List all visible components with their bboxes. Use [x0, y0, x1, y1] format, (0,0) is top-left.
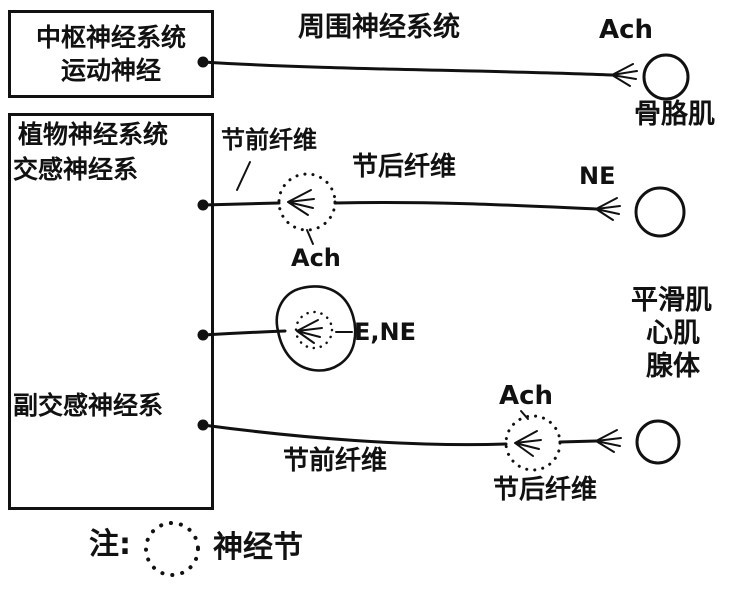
legend-ganglion-dotted-circle	[144, 521, 200, 577]
parasympathetic-preganglionic-line	[201, 423, 508, 447]
adrenal-inner-dotted-circle	[294, 310, 334, 350]
ach-parasympathetic-label: Ach	[499, 381, 554, 411]
smooth-muscle-circle	[634, 186, 686, 238]
ach-label-tick	[520, 410, 529, 420]
ans-title: 植物神经系统	[18, 120, 169, 149]
smooth-muscle-label: 平滑肌	[631, 285, 712, 316]
preganglionic-label-tick	[236, 161, 251, 191]
skeletal-muscle-label: 骨胳肌	[634, 99, 715, 130]
effector-organ-circle	[635, 419, 681, 465]
ne-terminal-fan-icon	[595, 197, 621, 221]
cardiac-muscle-label: 心肌	[646, 318, 700, 349]
ach-sympathetic-ganglion-label: Ach	[291, 244, 341, 272]
sympathetic-pathway	[197, 161, 686, 245]
legend-ganglion-label: 神经节	[213, 530, 303, 565]
ne-label: NE	[579, 162, 616, 190]
legend-note-label: 注:	[89, 527, 131, 562]
cns-title: 中枢神经系统	[35, 23, 186, 53]
motor-nerve-label: 运动神经	[60, 55, 161, 85]
preganglionic-sympathetic-label: 节前纤维	[221, 126, 317, 154]
adrenal-gland-blob	[275, 285, 357, 372]
parasympathetic-pathway	[197, 410, 681, 472]
skeletal-muscle-circle	[642, 53, 690, 101]
parasympathetic-system-label: 副交感神经系	[13, 391, 164, 420]
adrenal-synapse-fan-icon	[296, 319, 323, 344]
postganglionic-sympathetic-label: 节后纤维	[352, 152, 457, 182]
peripheral-system-label: 周围神经系统	[298, 12, 460, 43]
adrenal-medulla-branch	[197, 285, 357, 372]
motor-nerve-pathway	[197, 53, 690, 101]
e-ne-label: E,NE	[354, 318, 416, 346]
postganglionic-parasympathetic-label: 节后纤维	[493, 475, 598, 505]
motor-axon-line	[201, 60, 614, 77]
sympathetic-system-label: 交感神经系	[13, 155, 139, 184]
sympathetic-postganglionic-line	[333, 200, 598, 211]
ganglion-synapse-fan-icon	[287, 189, 315, 216]
ach-motor-label: Ach	[599, 15, 654, 45]
parasympathetic-postganglionic-line	[558, 439, 598, 444]
motor-terminal-fan-icon	[611, 63, 638, 87]
terminal-fan-icon	[595, 429, 622, 453]
preganglionic-parasympathetic-label: 节前纤维	[283, 446, 388, 476]
ganglion-synapse-fan-icon	[514, 430, 542, 457]
ans-box	[8, 113, 214, 510]
cns-box: 中枢神经系统 运动神经	[8, 10, 214, 98]
ach-label-tick	[306, 229, 314, 245]
gland-label: 腺体	[646, 351, 700, 382]
adrenal-preganglionic-line	[201, 329, 287, 337]
sympathetic-preganglionic-line	[201, 201, 281, 207]
